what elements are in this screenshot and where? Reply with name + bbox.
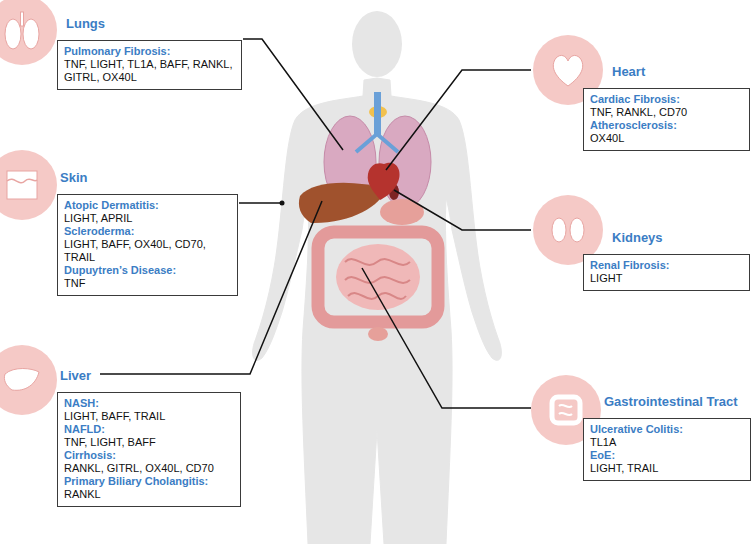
disease-name: Pulmonary Fibrosis: (64, 45, 235, 58)
icon-lungs (0, 0, 57, 65)
disease-name: Atherosclerosis: (590, 119, 743, 132)
disease-name: Cirrhosis: (64, 449, 234, 462)
ligand-list: TNF, RANKL, CD70 (590, 106, 743, 119)
disease-name: NAFLD: (64, 423, 234, 436)
heart-shape (368, 163, 400, 200)
ligand-list: LIGHT, BAFF, OX40L, CD70, TRAIL (64, 238, 231, 264)
organ-heading: Liver (60, 368, 91, 384)
icon-shape (552, 218, 566, 242)
disease-name: Ulcerative Colitis: (590, 423, 744, 436)
disease-box: Cardiac Fibrosis:TNF, RANKL, CD70Atheros… (583, 88, 750, 151)
large-intestine (318, 232, 438, 322)
organ-heading: Kidneys (612, 230, 663, 246)
icon-circle (0, 150, 57, 220)
icon-shape (5, 19, 21, 49)
organ-heading: Heart (612, 64, 645, 80)
leader-line (243, 39, 343, 150)
leader-line (386, 70, 531, 170)
disease-name: Atopic Dermatitis: (64, 199, 231, 212)
ligand-list: TNF (64, 277, 231, 290)
disease-box: Renal Fibrosis:LIGHT (583, 254, 750, 291)
icon-circle (0, 0, 57, 65)
ligand-list: LIGHT, TRAIL (590, 462, 744, 475)
organ-panel: KidneysRenal Fibrosis:LIGHT (583, 228, 750, 291)
ligand-list: LIGHT, BAFF, TRAIL (64, 410, 234, 423)
icon-skin (0, 150, 57, 220)
ligand-list: TNF, LIGHT, TL1A, BAFF, RANKL, GITRL, OX… (64, 58, 235, 84)
icon-shape (21, 12, 24, 26)
organ-heading: Lungs (66, 16, 105, 32)
icon-liver (0, 345, 57, 415)
ligand-list: TL1A (590, 436, 744, 449)
intestine-loops (345, 259, 410, 299)
icon-shape (553, 55, 582, 86)
disease-name: Cardiac Fibrosis: (590, 93, 743, 106)
organ-icons (0, 0, 603, 445)
ligand-list: TNF, LIGHT, BAFF (64, 436, 234, 449)
ligand-list: OX40L (590, 132, 743, 145)
leader-line (239, 202, 281, 204)
ligand-list: RANKL, GITRL, OX40L, CD70 (64, 462, 234, 475)
small-intestine (336, 244, 420, 310)
disease-name: Renal Fibrosis: (590, 259, 743, 272)
head-shape (352, 11, 402, 77)
organ-heading: Gastrointestinal Tract (604, 394, 738, 410)
disease-box: Ulcerative Colitis:TL1AEoE:LIGHT, TRAIL (583, 418, 751, 481)
icon-circle (0, 345, 57, 415)
leader-line (394, 190, 531, 230)
organ-panel: HeartCardiac Fibrosis:TNF, RANKL, CD70At… (583, 62, 750, 151)
disease-name: Scleroderma: (64, 225, 231, 238)
disease-name: EoE: (590, 449, 744, 462)
ligand-list: LIGHT, APRIL (64, 212, 231, 225)
icon-shape (552, 397, 580, 423)
trachea (374, 92, 381, 136)
disease-name: NASH: (64, 397, 234, 410)
leader-dot (280, 201, 285, 206)
leader-line (362, 268, 531, 408)
organ-panel: LiverNASH:LIGHT, BAFF, TRAILNAFLD:TNF, L… (57, 366, 241, 507)
icon-shape (7, 171, 37, 199)
disease-box: Pulmonary Fibrosis:TNF, LIGHT, TL1A, BAF… (57, 40, 242, 90)
organ-panel: LungsPulmonary Fibrosis:TNF, LIGHT, TL1A… (57, 14, 242, 90)
organ-panel: SkinAtopic Dermatitis:LIGHT, APRILSclero… (57, 168, 238, 296)
ligand-list: LIGHT (590, 272, 743, 285)
icon-shape (570, 218, 584, 242)
icon-shape (4, 369, 39, 391)
organ-heading: Skin (60, 170, 87, 186)
organ-panel: Gastrointestinal TractUlcerative Colitis… (583, 392, 751, 481)
disease-name: Dupuytren’s Disease: (64, 264, 231, 277)
icon-shape (7, 179, 37, 183)
icon-shape (559, 405, 572, 415)
bladder (368, 327, 388, 341)
icon-shape (23, 19, 39, 49)
ligand-list: RANKL (64, 488, 234, 501)
bronchi (356, 134, 398, 152)
disease-box: NASH:LIGHT, BAFF, TRAILNAFLD:TNF, LIGHT,… (57, 392, 241, 507)
disease-box: Atopic Dermatitis:LIGHT, APRILScleroderm… (57, 194, 238, 296)
disease-name: Primary Biliary Cholangitis: (64, 475, 234, 488)
